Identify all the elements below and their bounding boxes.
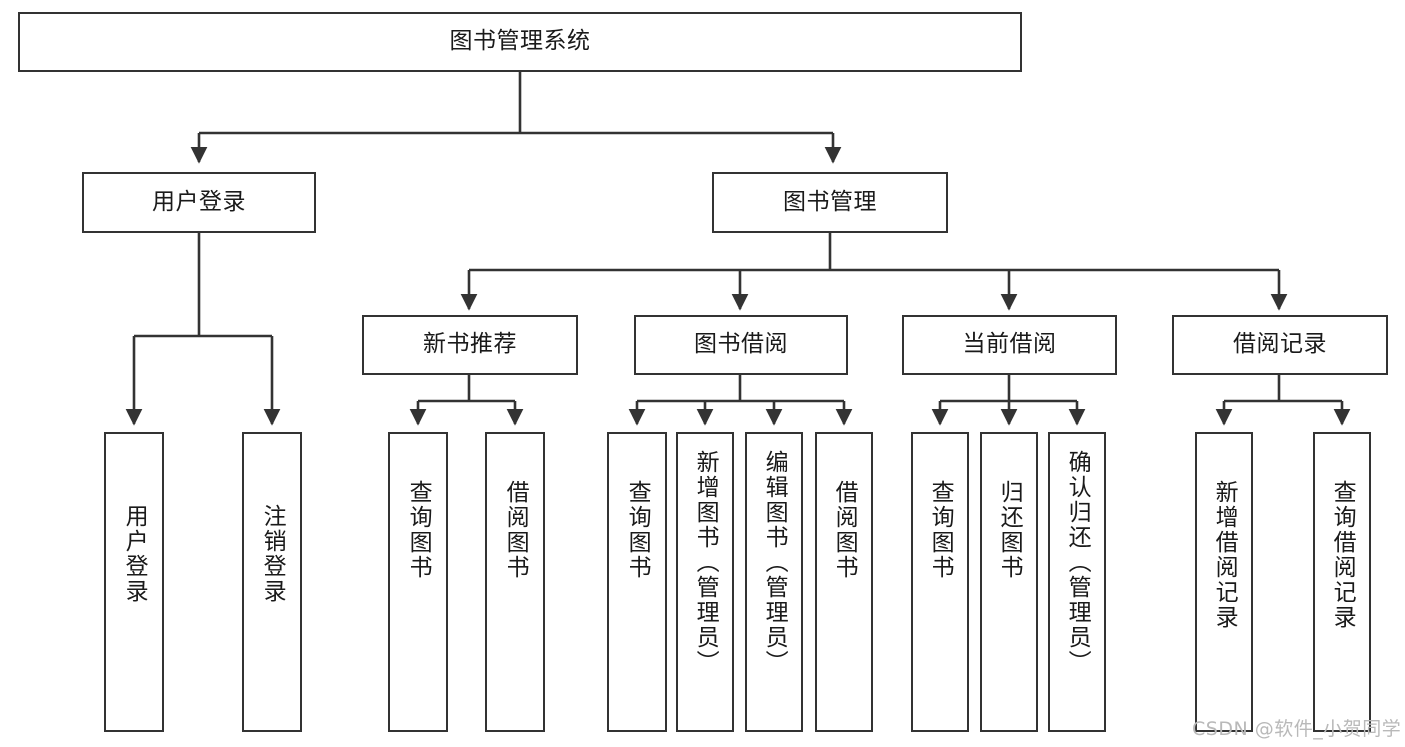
node-leaf-borrow-book-1-label: 借阅图书 — [502, 480, 529, 580]
node-user-login[interactable]: 用户登录 — [82, 172, 316, 233]
node-leaf-query-book-1[interactable]: 查询图书 — [388, 432, 448, 732]
node-leaf-confirm-return[interactable]: 确认归还（管理员） — [1048, 432, 1106, 732]
node-book-borrow-label: 图书借阅 — [694, 331, 788, 358]
node-leaf-query-book-3[interactable]: 查询图书 — [911, 432, 969, 732]
node-leaf-return-book[interactable]: 归还图书 — [980, 432, 1038, 732]
node-leaf-edit-book[interactable]: 编辑图书（管理员） — [745, 432, 803, 732]
node-leaf-user-login[interactable]: 用户登录 — [104, 432, 164, 732]
node-leaf-query-book-1-label: 查询图书 — [405, 480, 432, 580]
node-new-book-rec[interactable]: 新书推荐 — [362, 315, 578, 375]
node-new-book-rec-label: 新书推荐 — [423, 331, 517, 358]
node-leaf-add-record[interactable]: 新增借阅记录 — [1195, 432, 1253, 732]
node-borrow-record[interactable]: 借阅记录 — [1172, 315, 1388, 375]
csdn-watermark: CSDN @软件_小贺同学 — [1192, 718, 1402, 740]
node-leaf-query-record[interactable]: 查询借阅记录 — [1313, 432, 1371, 732]
node-leaf-return-book-label: 归还图书 — [996, 480, 1023, 580]
node-root[interactable]: 图书管理系统 — [18, 12, 1022, 72]
node-root-label: 图书管理系统 — [449, 28, 591, 55]
node-borrow-record-label: 借阅记录 — [1233, 331, 1327, 358]
node-current-borrow[interactable]: 当前借阅 — [902, 315, 1117, 375]
node-user-login-label: 用户登录 — [152, 188, 246, 215]
node-leaf-borrow-book-2-label: 借阅图书 — [831, 480, 858, 580]
node-book-manage[interactable]: 图书管理 — [712, 172, 948, 233]
node-leaf-user-login-label: 用户登录 — [121, 504, 148, 604]
node-current-borrow-label: 当前借阅 — [962, 331, 1057, 358]
node-leaf-query-book-3-label: 查询图书 — [927, 480, 954, 580]
node-leaf-add-record-label: 新增借阅记录 — [1211, 480, 1238, 630]
node-leaf-add-book-label: 新增图书（管理员） — [692, 450, 719, 675]
node-leaf-query-book-2[interactable]: 查询图书 — [607, 432, 667, 732]
node-leaf-add-book[interactable]: 新增图书（管理员） — [676, 432, 734, 732]
node-leaf-query-record-label: 查询借阅记录 — [1329, 480, 1356, 630]
node-leaf-confirm-return-label: 确认归还（管理员） — [1064, 450, 1091, 675]
node-leaf-logout-login-label: 注销登录 — [259, 504, 286, 604]
node-leaf-borrow-book-1[interactable]: 借阅图书 — [485, 432, 545, 732]
node-leaf-edit-book-label: 编辑图书（管理员） — [761, 450, 788, 675]
node-leaf-borrow-book-2[interactable]: 借阅图书 — [815, 432, 873, 732]
node-leaf-query-book-2-label: 查询图书 — [624, 480, 651, 580]
node-book-borrow[interactable]: 图书借阅 — [634, 315, 848, 375]
node-leaf-logout-login[interactable]: 注销登录 — [242, 432, 302, 732]
node-book-manage-label: 图书管理 — [783, 188, 877, 215]
